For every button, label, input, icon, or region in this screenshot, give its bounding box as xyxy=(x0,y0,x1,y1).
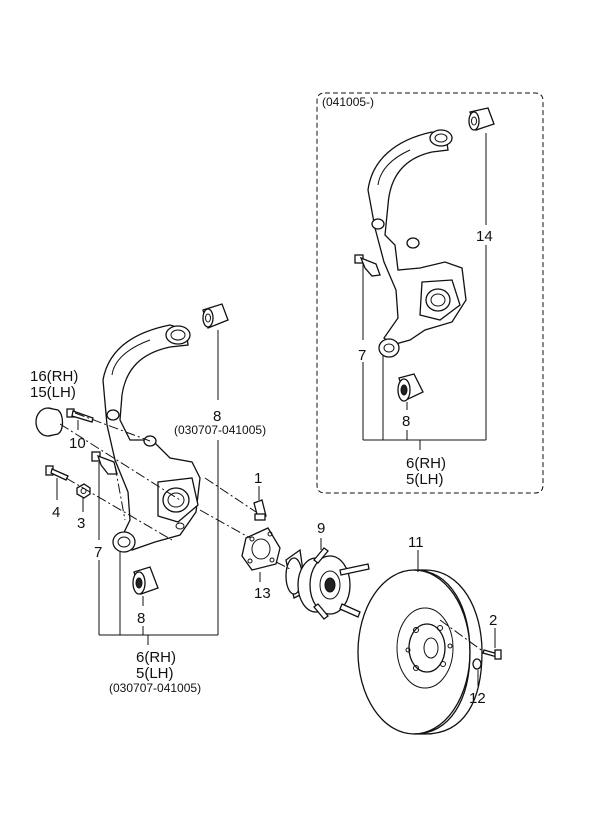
bolt-10 xyxy=(66,408,94,423)
knuckle-left xyxy=(102,324,201,553)
bushing-8-left-top xyxy=(202,303,229,329)
label-8-right: 8 xyxy=(402,413,410,430)
screw-2 xyxy=(482,649,502,660)
hub-bearing-9 xyxy=(285,547,370,620)
label-4: 4 xyxy=(52,504,60,521)
cap-15-16 xyxy=(35,407,64,437)
label-date-bottom: (030707-041005) xyxy=(109,681,201,695)
bushing-8-right xyxy=(397,373,424,402)
nut-12 xyxy=(472,658,482,670)
knuckle-right xyxy=(367,129,467,358)
leaders-right-box xyxy=(362,133,487,450)
label-12: 12 xyxy=(469,690,486,707)
label-3: 3 xyxy=(77,515,85,532)
bolt-1 xyxy=(253,499,267,521)
label-11: 11 xyxy=(408,534,424,551)
nut-3 xyxy=(76,483,91,499)
leaders-left xyxy=(56,330,496,686)
label-7-left: 7 xyxy=(94,544,102,561)
label-16rh: 16(RH) xyxy=(30,368,78,385)
label-9: 9 xyxy=(317,520,325,537)
bushing-14 xyxy=(468,107,495,131)
label-1: 1 xyxy=(254,470,262,487)
label-15lh: 15(LH) xyxy=(30,384,76,401)
bolt-4 xyxy=(45,465,69,481)
bushing-8-left-lower xyxy=(132,566,159,595)
label-14: 14 xyxy=(476,228,493,245)
label-7-right: 7 xyxy=(358,347,366,364)
label-6rh-right: 6(RH) xyxy=(406,455,446,472)
label-8-left-bushing: 8 xyxy=(137,610,145,627)
assembly-lines xyxy=(59,412,485,653)
label-5lh-left: 5(LH) xyxy=(136,665,174,682)
label-10: 10 xyxy=(69,435,86,452)
brake-disc-11 xyxy=(357,569,483,735)
label-date-top: (030707-041005) xyxy=(174,423,266,437)
bolt-7-right xyxy=(354,254,381,277)
bolt-7-left xyxy=(91,451,118,475)
label-5lh-right: 5(LH) xyxy=(406,471,444,488)
label-13: 13 xyxy=(254,585,271,602)
box-date-note: (041005-) xyxy=(322,95,374,109)
label-6rh-left: 6(RH) xyxy=(136,649,176,666)
label-8-left-top: 8 xyxy=(213,408,221,425)
variant-box-041005: (041005-) xyxy=(316,92,544,494)
label-2: 2 xyxy=(489,612,497,629)
gasket-13 xyxy=(241,527,281,571)
